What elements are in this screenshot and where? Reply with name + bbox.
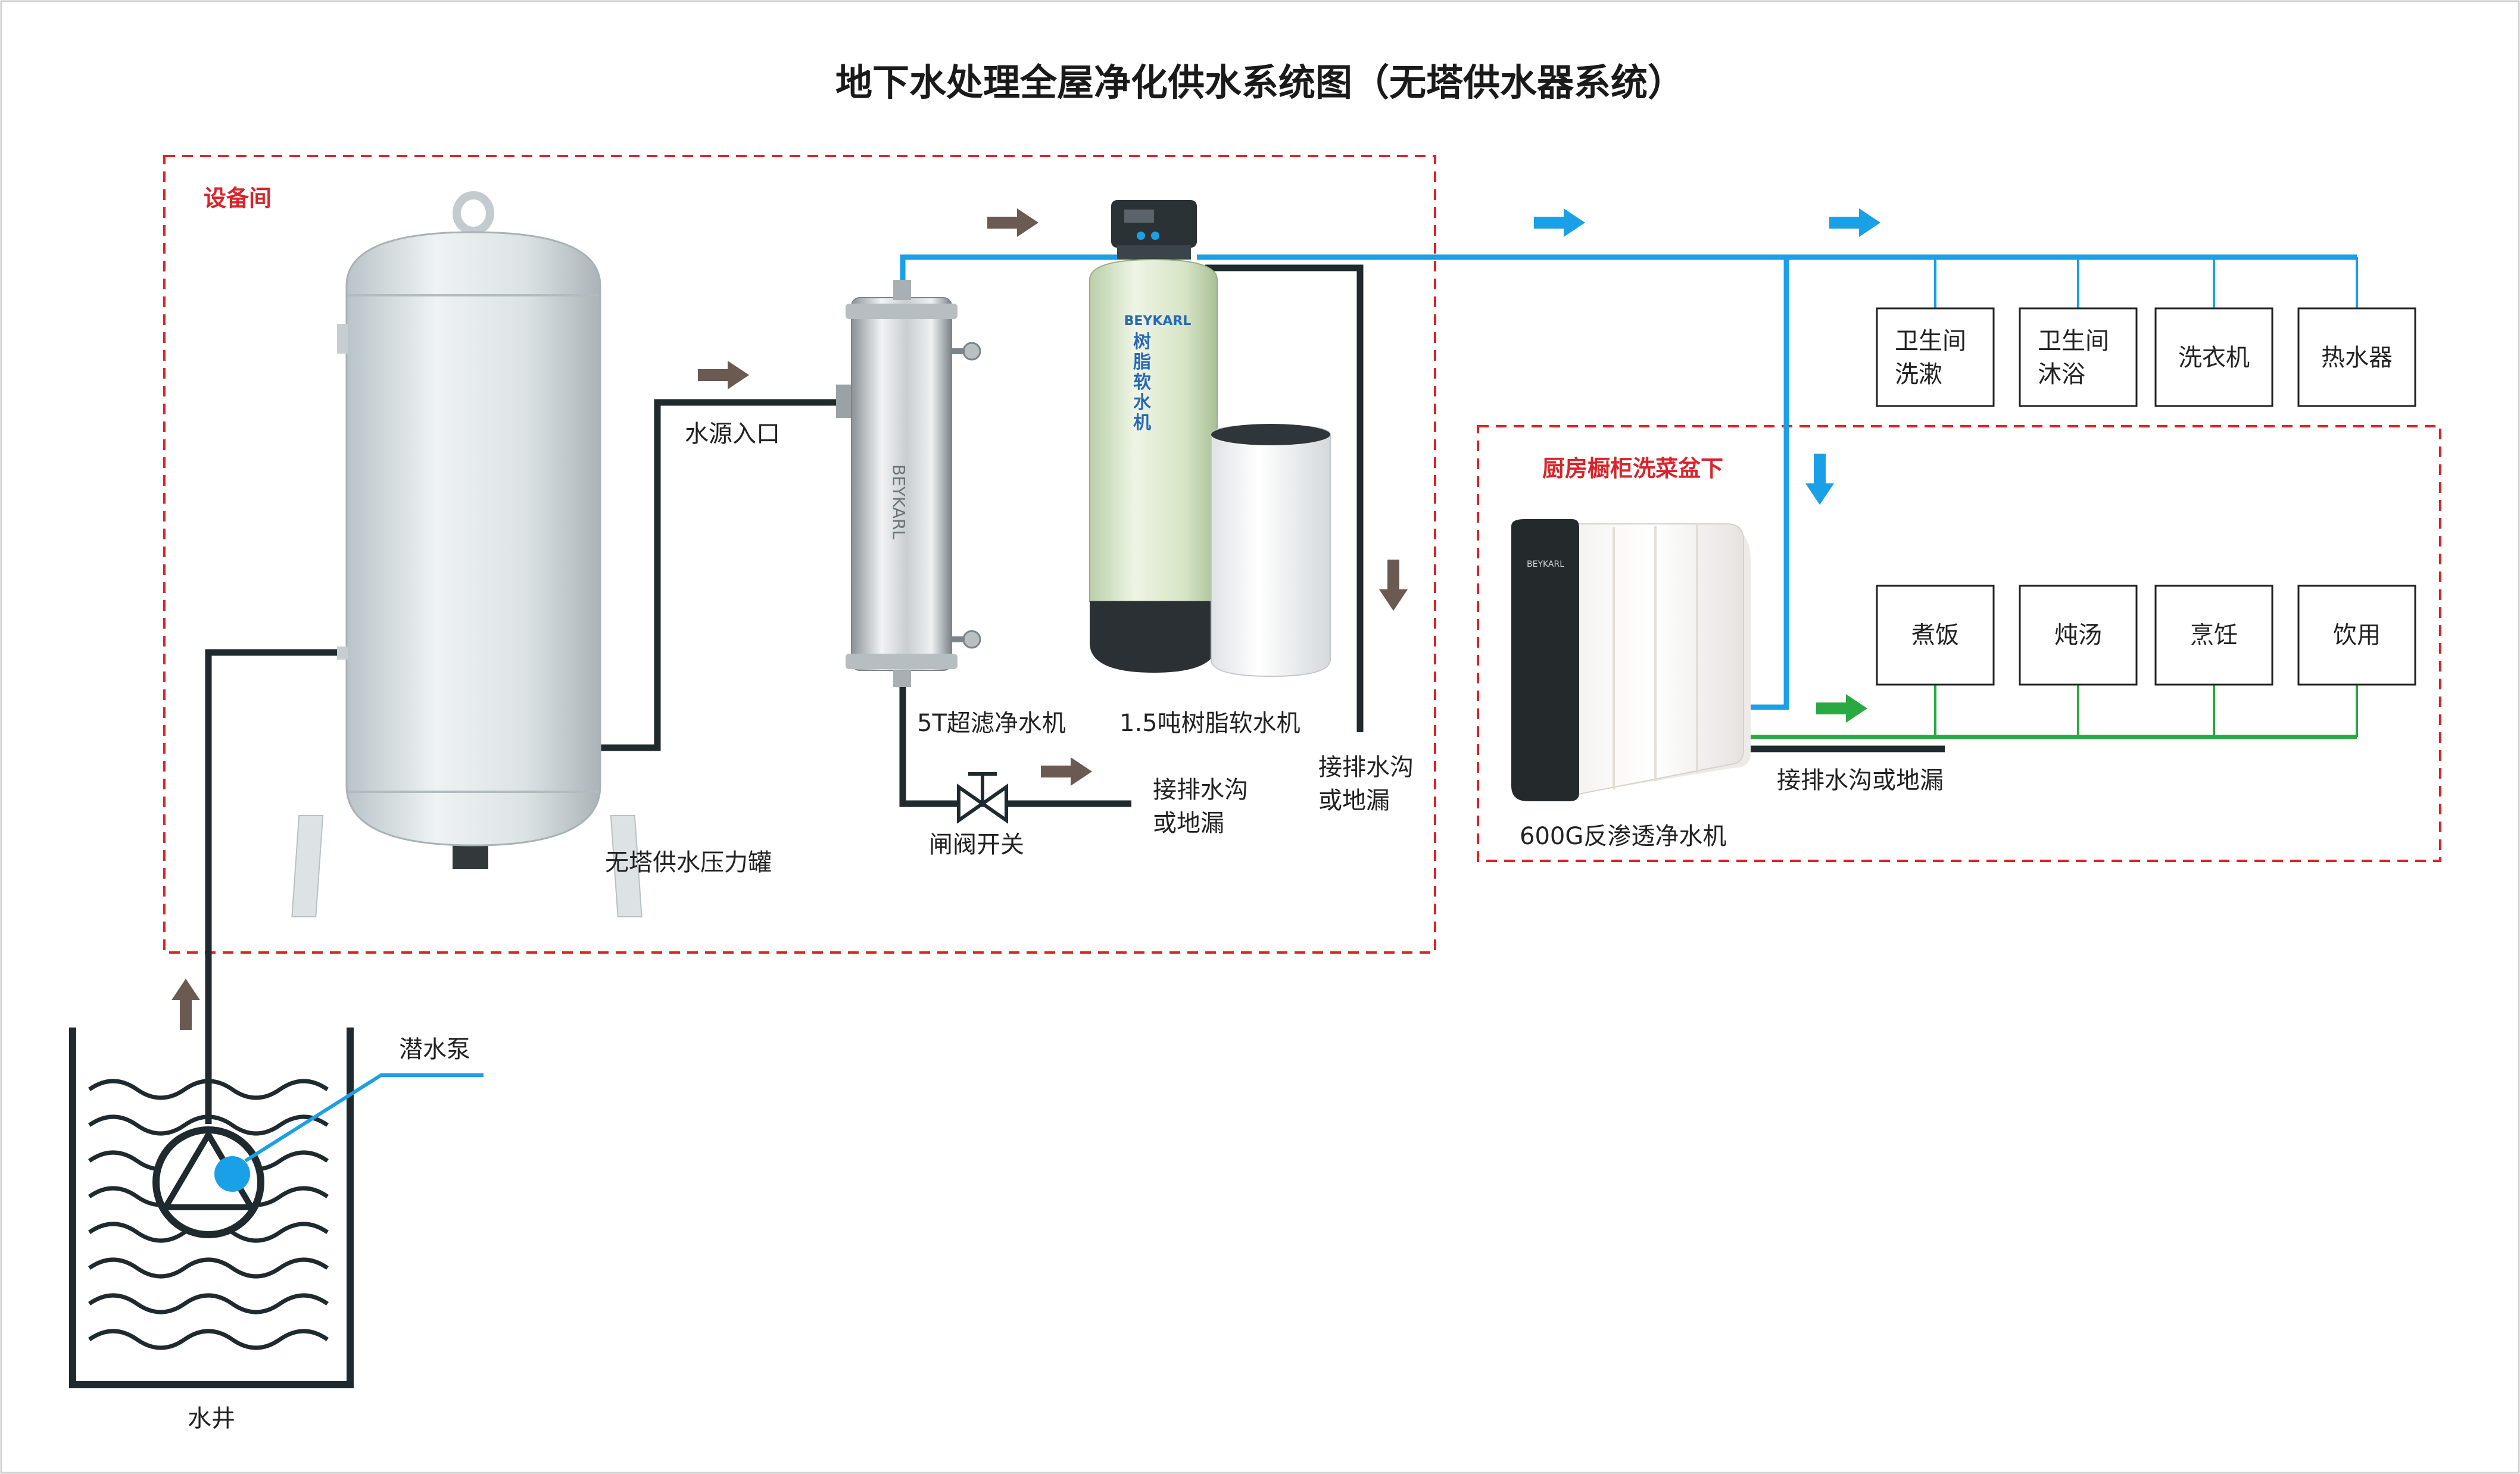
uf-brand: BEYKARL <box>889 464 909 539</box>
zone-equipment-room <box>163 155 1436 954</box>
pipe-uf-drain <box>899 683 1131 807</box>
ultrafilter-unit: BEYKARL <box>836 280 981 687</box>
outlet-washing-machine-label: 洗衣机 <box>2178 344 2250 371</box>
resin-softener: BEYKARL 树 脂 软 水 机 <box>1089 200 1331 677</box>
submersible-pump <box>152 1073 484 1238</box>
arrow-right-icon <box>698 361 749 389</box>
ultrafilter-label: 5T超滤净水机 <box>917 710 1066 737</box>
kitchen-outlet-drinking-label: 饮用 <box>2333 622 2381 649</box>
kitchen-outlet-drinking: 饮用 <box>2297 585 2416 686</box>
pressure-tank <box>291 191 643 917</box>
arrow-right-blue-icon <box>1534 208 1585 237</box>
ro-drain-label: 接排水沟或地漏 <box>1777 767 1944 794</box>
kitchen-outlet-cooking-rice-label: 煮饭 <box>1911 622 1959 649</box>
softener-label: 1.5吨树脂软水机 <box>1119 710 1300 737</box>
ro-brand: BEYKARL <box>1527 560 1564 569</box>
diagram-title: 地下水处理全屋净化供水系统图（无塔供水器系统） <box>835 61 1685 104</box>
kitchen-outlet-stew-soup: 炖汤 <box>2019 585 2138 686</box>
zone-kitchen-sink-label: 厨房橱柜洗菜盆下 <box>1542 455 1723 482</box>
outlet-bathroom-shower: 卫生间 沐浴 <box>2019 307 2138 407</box>
ro-label: 600G反渗透净水机 <box>1520 823 1726 850</box>
valve-drain-label-1: 接排水沟 <box>1153 776 1248 804</box>
inlet-label: 水源入口 <box>685 420 780 448</box>
softener-name-5: 机 <box>1133 413 1151 433</box>
outlet-washing-machine: 洗衣机 <box>2154 307 2273 407</box>
zone-kitchen-sink <box>1477 425 2441 862</box>
softener-name-4: 水 <box>1133 392 1152 413</box>
softener-name-2: 脂 <box>1133 352 1151 373</box>
kitchen-outlet-cooking-label: 烹饪 <box>2190 622 2238 649</box>
outlet-bathroom-shower-line1: 卫生间 <box>2038 327 2109 355</box>
outlet-water-heater: 热水器 <box>2297 307 2416 407</box>
arrow-right-green-icon <box>1816 694 1867 723</box>
pipe-softener-drain <box>1205 264 1364 732</box>
arrow-down-blue-icon <box>1805 454 1834 505</box>
arrow-right-icon <box>1041 757 1092 786</box>
gate-valve <box>957 772 1008 824</box>
valve-label: 闸阀开关 <box>929 831 1024 858</box>
softener-brand: BEYKARL <box>1124 314 1192 329</box>
outlet-bathroom-shower-line2: 沐浴 <box>2038 361 2085 388</box>
zone-equipment-room-label: 设备间 <box>204 185 272 211</box>
outlet-bathroom-wash: 卫生间 洗漱 <box>1876 307 1995 407</box>
arrow-up-icon <box>171 979 200 1030</box>
tank-label: 无塔供水压力罐 <box>605 849 772 876</box>
kitchen-outlet-cooking-rice: 煮饭 <box>1876 585 1995 686</box>
softener-drain-label-1: 接排水沟 <box>1318 754 1414 781</box>
well-label: 水井 <box>188 1405 235 1432</box>
softener-name-1: 树 <box>1133 332 1151 352</box>
softener-drain-label-2: 或地漏 <box>1318 787 1390 814</box>
outlet-bathroom-wash-line1: 卫生间 <box>1895 327 1966 355</box>
outlet-water-heater-label: 热水器 <box>2321 344 2393 371</box>
valve-drain-label-2: 或地漏 <box>1153 810 1224 837</box>
kitchen-outlet-stew-soup-label: 炖汤 <box>2054 622 2102 649</box>
softener-name-3: 软 <box>1133 372 1151 393</box>
ro-purifier: BEYKARL <box>1511 519 1751 801</box>
arrow-down-icon <box>1379 560 1408 611</box>
pipe-well-to-tank <box>205 649 349 1124</box>
arrow-right-icon <box>987 208 1038 237</box>
arrow-right-blue-icon <box>1829 208 1880 237</box>
pump-label: 潜水泵 <box>399 1036 470 1063</box>
outlet-bathroom-wash-line2: 洗漱 <box>1895 361 1942 388</box>
pipe-tank-to-uf <box>595 399 848 751</box>
pipe-to-ro <box>1736 257 1789 710</box>
kitchen-outlet-cooking: 烹饪 <box>2154 585 2273 686</box>
